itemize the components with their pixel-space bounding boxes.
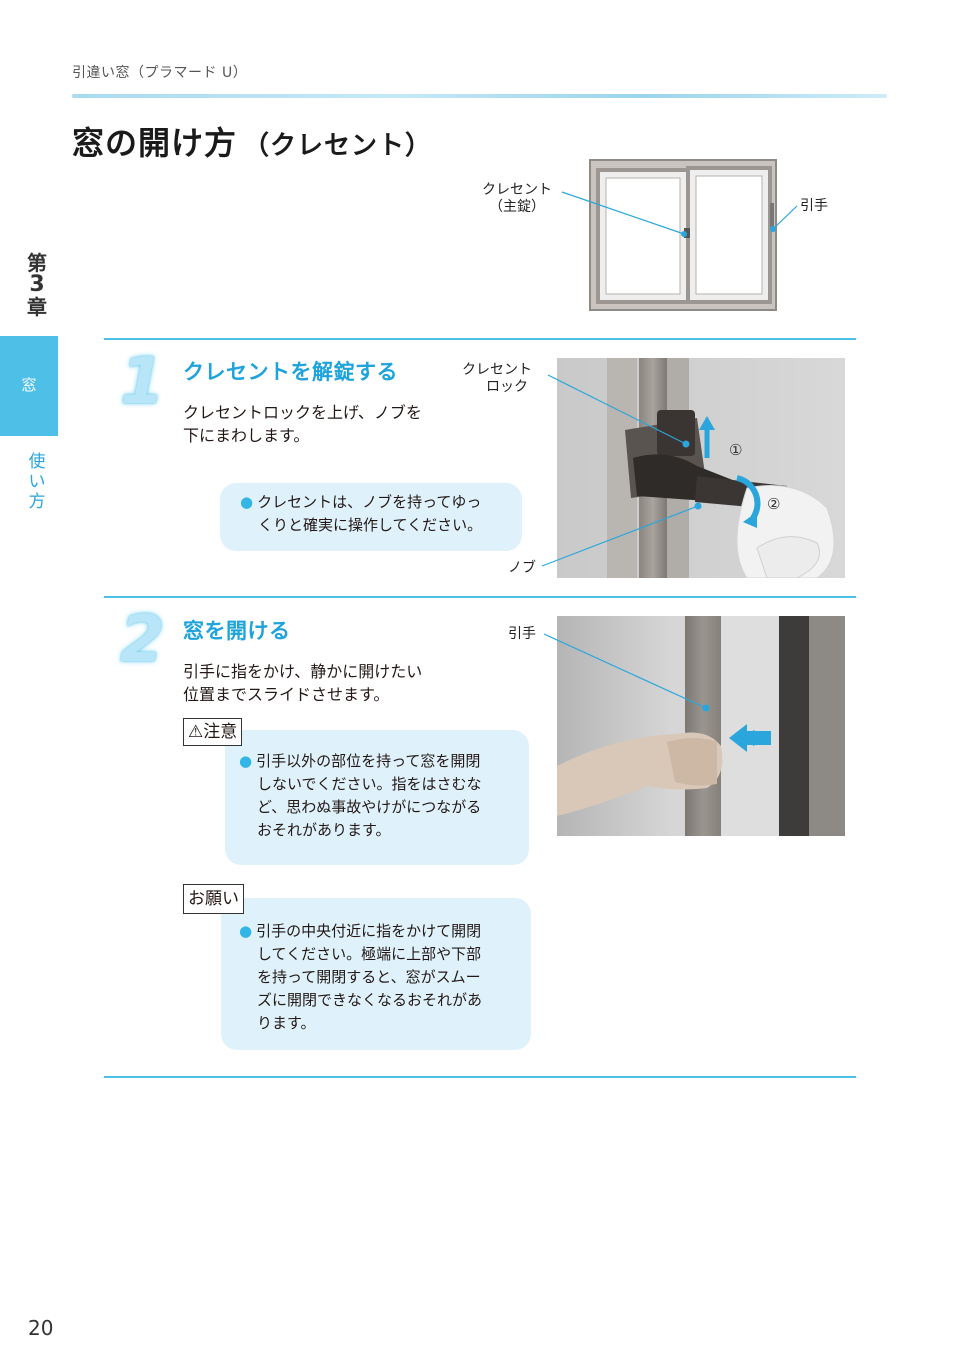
step2-heading: 窓を開ける	[183, 619, 291, 643]
caution-line2: しないでください。指をはさむな	[257, 775, 482, 793]
lock-label-line2: ロック	[486, 379, 528, 395]
crescent-main-lock-label: クレセント （主錠）	[482, 182, 552, 216]
request-line5: ります。	[257, 1014, 316, 1032]
lock-label-line1: クレセント	[462, 362, 532, 378]
pull-handle-photo	[557, 616, 845, 836]
caution-line1: 引手以外の部位を持って窓を開閉	[256, 752, 481, 770]
section-divider	[104, 338, 856, 340]
step2-body-line2: 位置までスライドさせます。	[183, 685, 390, 704]
mark1-label: ①	[729, 441, 742, 459]
bullet-icon: ●	[240, 493, 254, 511]
step-number-2: 2	[120, 603, 165, 677]
step1-note-line2: くりと確実に操作してください。	[258, 516, 483, 534]
step2-body: 引手に指をかけ、静かに開けたい 位置までスライドさせます。	[183, 660, 503, 706]
caution-line3: ど、思わぬ事故やけがにつながる	[257, 798, 482, 816]
breadcrumb: 引違い窓（プラマード U）	[72, 65, 248, 81]
chapter-prefix: 第	[27, 251, 47, 275]
chapter-number: 3	[29, 272, 45, 297]
step1-body-line2: 下にまわします。	[183, 426, 310, 445]
page-title-sub: （クレセント）	[243, 131, 433, 161]
handle-photo-label: 引手	[508, 626, 536, 642]
bullet-icon: ●	[239, 752, 253, 770]
caution-line4: おそれがあります。	[257, 821, 391, 839]
header-divider	[72, 94, 887, 98]
caution-label-text: 注意	[203, 722, 238, 742]
crescent-label-line1: クレセント	[482, 182, 552, 198]
chapter-suffix: 章	[27, 295, 47, 319]
side-tab-usage-char: い	[28, 472, 46, 492]
warning-triangle-icon: ⚠	[188, 722, 204, 742]
step1-note-text: ●クレセントは、ノブを持ってゆっ	[240, 491, 512, 514]
crescent-lock-photo: ① ②	[557, 358, 845, 578]
caution-note: ●引手以外の部位を持って窓を開閉 しないでください。指をはさむな ど、思わぬ事故…	[225, 730, 529, 865]
request-badge: お願い	[183, 884, 244, 914]
chapter-tab: 第 3 章	[22, 252, 52, 318]
page-number: 20	[28, 1316, 54, 1340]
step1-body-line1: クレセントロックを上げ、ノブを	[183, 403, 422, 422]
page-title: 窓の開け方（クレセント）	[72, 118, 432, 164]
caution-badge: ⚠注意	[183, 718, 243, 746]
request-note: ●引手の中央付近に指をかけて開閉 してください。極端に上部や下部 を持って開閉す…	[221, 898, 531, 1050]
knob-label: ノブ	[508, 560, 536, 576]
request-line4: ズに開閉できなくなるおそれがあ	[257, 991, 483, 1009]
step1-note-line1: クレセントは、ノブを持ってゆっ	[257, 493, 482, 511]
bullet-icon: ●	[239, 922, 253, 940]
request-line1: 引手の中央付近に指をかけて開閉	[256, 922, 482, 940]
section-divider	[104, 1076, 856, 1078]
request-line3: を持って開閉すると、窓がスムー	[257, 968, 481, 986]
step1-body: クレセントロックを上げ、ノブを 下にまわします。	[183, 401, 503, 447]
mark2-label: ②	[767, 495, 780, 513]
page-title-main: 窓の開け方	[72, 124, 238, 162]
crescent-lock-label: クレセント ロック	[462, 362, 532, 396]
crescent-label-line2: （主錠）	[489, 199, 545, 215]
step1-note: ●クレセントは、ノブを持ってゆっ くりと確実に操作してください。	[220, 483, 522, 551]
step1-heading: クレセントを解錠する	[183, 360, 398, 384]
section-divider	[104, 596, 856, 598]
side-tab-usage-char: 方	[28, 492, 46, 512]
side-tab-window[interactable]: 窓	[0, 336, 58, 436]
side-tab-window-label: 窓	[21, 376, 37, 394]
side-tab-usage[interactable]: 使 い 方	[22, 452, 52, 512]
handle-label: 引手	[800, 198, 828, 214]
request-line2: してください。極端に上部や下部	[257, 945, 482, 963]
step-number-1: 1	[120, 345, 165, 419]
sliding-window-diagram	[589, 159, 777, 311]
side-tab-usage-char: 使	[28, 452, 46, 472]
step2-body-line1: 引手に指をかけ、静かに開けたい	[183, 662, 423, 681]
